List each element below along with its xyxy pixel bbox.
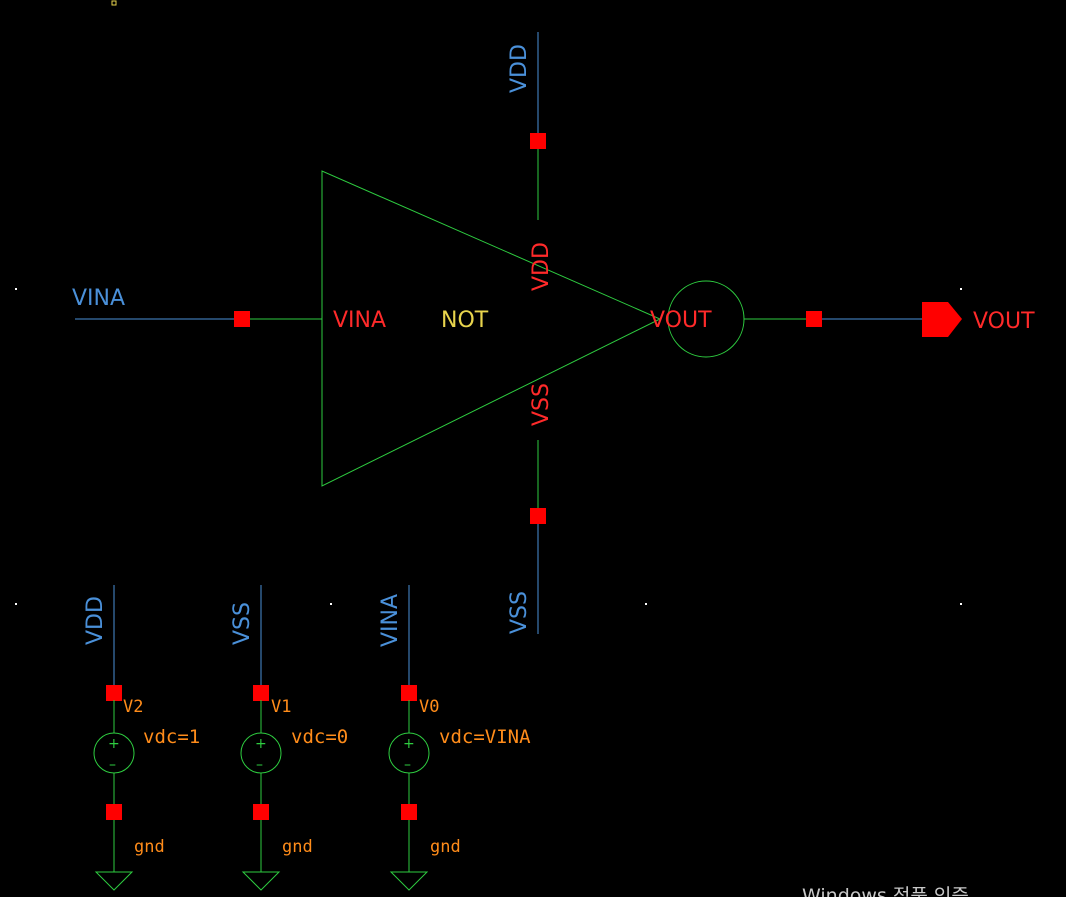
source-param: vdc=VINA <box>439 726 531 748</box>
source-pin-bottom <box>401 804 417 820</box>
vdd-top-label: VDD <box>507 44 532 93</box>
source-instance-name: V2 <box>123 697 143 717</box>
plus-icon: + <box>255 736 267 752</box>
output-pin-marker <box>806 311 822 327</box>
voltage-source-v2[interactable]: VDD + – V2 vdc=1 gnd <box>83 585 200 891</box>
minus-icon: – <box>109 757 116 773</box>
grid-dots <box>15 0 962 605</box>
source-net-label: VSS <box>230 602 255 645</box>
vss-pin-marker <box>530 508 546 524</box>
vdd-top-net[interactable]: VDD <box>507 32 546 149</box>
ground-icon <box>94 871 134 891</box>
ground-label: gnd <box>430 837 461 857</box>
inverter-pin-out: VOUT <box>650 308 712 333</box>
vss-bottom-label: VSS <box>507 591 532 634</box>
plus-icon: + <box>108 736 120 752</box>
source-pin-bottom <box>106 804 122 820</box>
ground-label: gnd <box>134 837 165 857</box>
inverter-pin-vss: VSS <box>529 383 554 426</box>
ground-icon <box>389 871 429 891</box>
source-param: vdc=0 <box>291 726 348 748</box>
source-net-label: VDD <box>83 596 108 645</box>
minus-icon: – <box>404 757 411 773</box>
source-pin-bottom <box>253 804 269 820</box>
output-net[interactable]: VOUT <box>806 302 1035 337</box>
output-net-label: VOUT <box>973 309 1035 334</box>
source-pin-top <box>106 685 122 701</box>
source-param: vdc=1 <box>143 726 200 748</box>
output-port-icon[interactable] <box>922 302 962 337</box>
windows-activation-watermark: Windows 정품 인증 <box>802 885 969 897</box>
inverter-pin-vdd: VDD <box>529 242 554 291</box>
voltage-source-v0[interactable]: VINA + – V0 vdc=VINA gnd <box>378 585 531 891</box>
inverter-symbol[interactable]: VINA NOT VOUT VDD VSS <box>250 140 808 516</box>
input-net[interactable]: VINA <box>72 286 322 327</box>
source-instance-name: V1 <box>271 697 291 717</box>
vss-bottom-net[interactable]: VSS <box>507 508 546 634</box>
plus-icon: + <box>403 736 415 752</box>
ground-icon <box>241 871 281 891</box>
minus-icon: – <box>256 757 263 773</box>
source-net-label: VINA <box>378 594 403 647</box>
voltage-source-v1[interactable]: VSS + – V1 vdc=0 gnd <box>230 585 348 891</box>
source-instance-name: V0 <box>419 697 439 717</box>
inverter-pin-in: VINA <box>333 308 386 333</box>
source-pin-top <box>401 685 417 701</box>
source-pin-top <box>253 685 269 701</box>
vdd-pin-marker <box>530 133 546 149</box>
inverter-cell-name: NOT <box>441 308 489 333</box>
input-net-label: VINA <box>72 286 125 311</box>
ground-label: gnd <box>282 837 313 857</box>
input-pin-marker <box>234 311 250 327</box>
